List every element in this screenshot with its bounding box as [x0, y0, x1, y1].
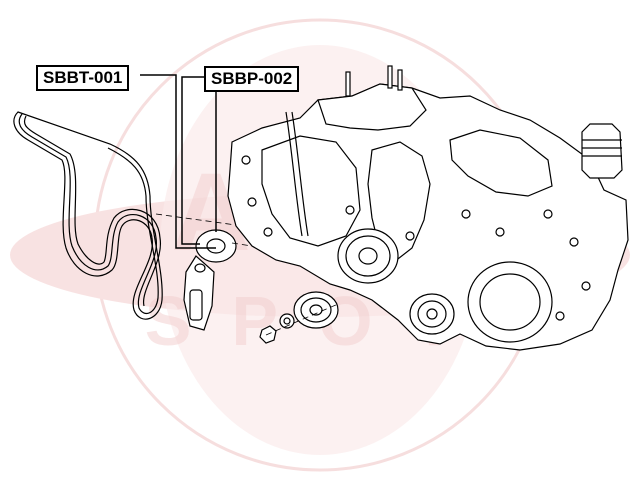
stud: [345, 71, 351, 97]
leader-line-pulley: [181, 76, 206, 245]
oil-filter: [581, 123, 623, 179]
engine-block: [227, 65, 629, 351]
leader-line-belt: [140, 74, 216, 249]
timing-cover-inner: [367, 141, 431, 263]
serpentine-belt: [13, 111, 163, 320]
leader-lines: [140, 74, 217, 249]
tensioner-rod: [189, 289, 203, 321]
part-label-pulley: SBBP-002: [204, 66, 300, 92]
tensioner-assembly: [183, 229, 237, 331]
crank-pulley-hub: [358, 247, 378, 265]
idler-pulley-hub: [309, 304, 323, 316]
idler-pulley-group: [259, 291, 339, 344]
washer-hole: [283, 317, 291, 325]
tensioner-pulley-hub: [206, 238, 226, 254]
timing-cover: [261, 135, 361, 247]
part-label-belt: SBBT-001: [36, 65, 130, 91]
hose: [285, 111, 303, 237]
valve-cover: [317, 83, 427, 131]
tensioner-bolt: [194, 263, 206, 273]
